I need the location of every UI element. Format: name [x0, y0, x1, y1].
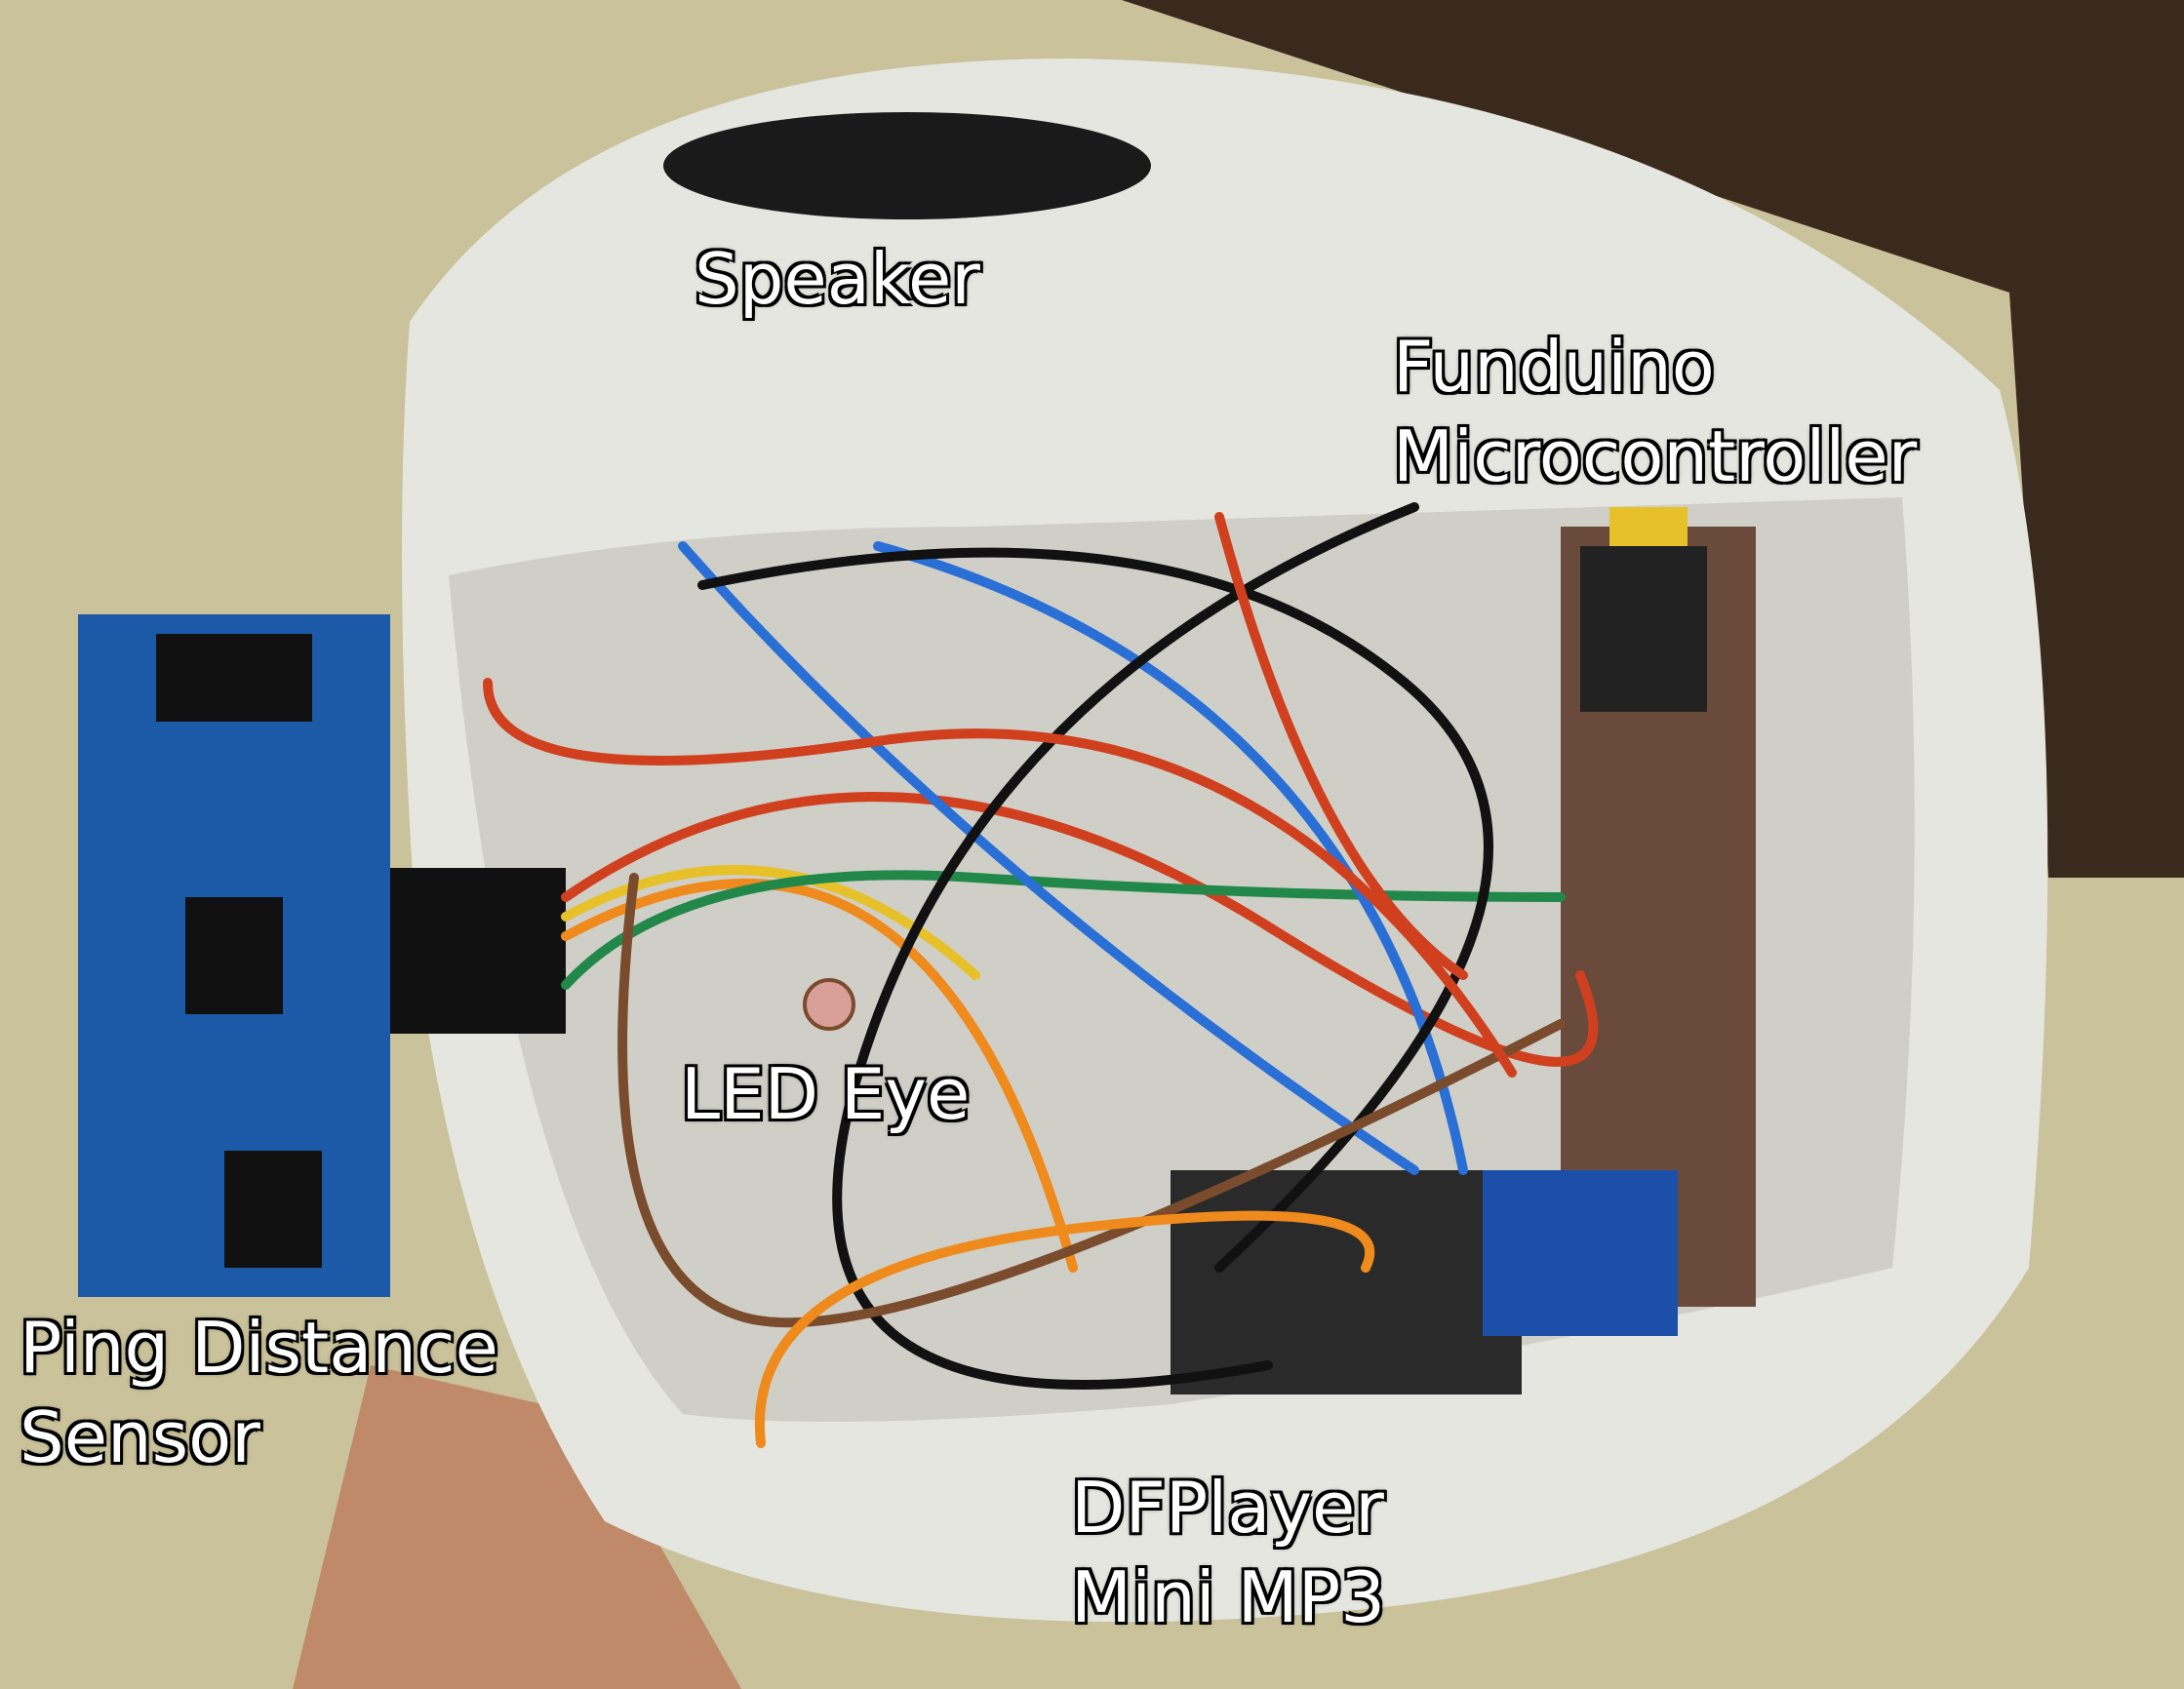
- label-line: Funduino: [1393, 326, 1715, 408]
- label-line: Mini MP3: [1071, 1556, 1385, 1638]
- label-line: Sensor: [20, 1396, 260, 1478]
- speaker-label: Speaker: [695, 234, 980, 324]
- speaker-part: [663, 112, 1151, 219]
- label-line: Speaker: [695, 238, 980, 320]
- microcontroller-label: Funduino Microcontroller: [1393, 322, 1917, 501]
- led-eye: [803, 978, 855, 1031]
- mp3-board: [1171, 1170, 1522, 1394]
- connector: [390, 868, 566, 1034]
- ping-sensor-label: Ping Distance Sensor: [20, 1303, 498, 1482]
- dark-backdrop: [1122, 0, 2184, 878]
- hand: [293, 1365, 741, 1689]
- label-line: Ping Distance: [20, 1307, 498, 1389]
- mp3-player-label: DFPlayer Mini MP3: [1071, 1463, 1385, 1642]
- label-line: Microcontroller: [1393, 415, 1918, 497]
- label-line: DFPlayer: [1071, 1467, 1384, 1549]
- label-line: LED Eye: [681, 1053, 971, 1135]
- led-eye-label: LED Eye: [681, 1049, 970, 1139]
